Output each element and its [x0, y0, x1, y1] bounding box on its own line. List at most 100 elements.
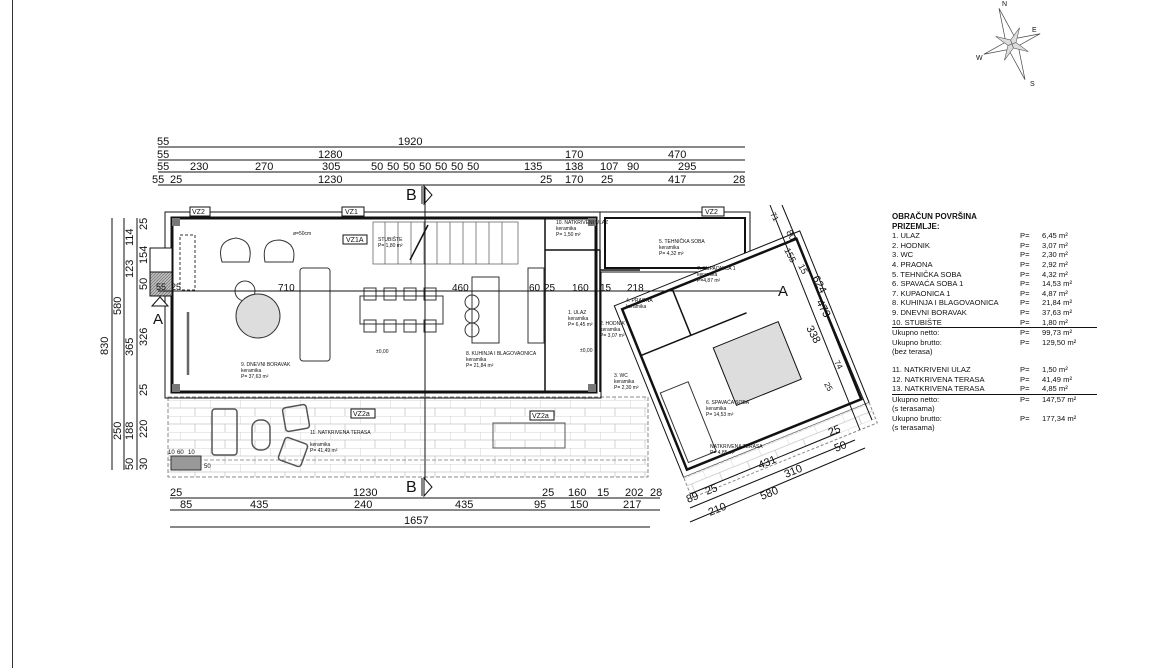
dimension-label: STUBIŠTE	[378, 236, 403, 243]
dimension-label: 240	[354, 499, 372, 511]
dimension-label: 89	[685, 490, 701, 506]
dimension-label: 220	[138, 420, 150, 438]
dimension-label: 150	[570, 499, 588, 511]
dimension-label: 10. NATKRIVENI ULAZ	[556, 220, 608, 226]
dimensions-left	[111, 218, 138, 470]
dimension-label: 10	[168, 450, 175, 456]
dimension-label: 230	[190, 161, 208, 173]
compass-s: S	[1030, 81, 1035, 88]
dimension-label: keramika	[310, 442, 331, 448]
dimension-label: 417	[668, 174, 686, 186]
dimensions-bottom	[170, 497, 660, 528]
dimension-label: 60	[529, 283, 541, 294]
dimension-labels-left: 830 580 250 114 123 365 188 50 25 154 50…	[99, 218, 150, 470]
dimension-label: 580	[759, 485, 781, 503]
dimension-label: 25	[544, 283, 556, 294]
dimension-label: 60	[177, 450, 184, 456]
dimension-label: 25	[170, 487, 182, 499]
section-marker-b-top: B	[406, 184, 433, 206]
dimension-label: 210	[707, 501, 729, 519]
section-marker-b-bottom: B	[406, 476, 433, 498]
dimension-label: B	[406, 187, 417, 204]
dimension-label: 95	[534, 499, 546, 511]
dimension-label: P= 1,80 m²	[378, 243, 403, 249]
dimension-label: 11. NATKRIVENA TERASA	[310, 430, 371, 436]
dimension-label: keramika	[659, 245, 680, 251]
dimension-label: 1230	[353, 487, 377, 499]
dimension-label: keramika	[556, 226, 577, 232]
dimension-label: 123	[124, 260, 136, 278]
dimension-label: 15	[600, 283, 612, 294]
dimension-labels-right: 71 80 155 15 624 473 338 74 25 431 310 5…	[685, 211, 849, 519]
section-marker-a: A	[150, 296, 170, 328]
dimension-label: P= 1,50 m²	[556, 232, 581, 238]
dimension-label: 310	[783, 463, 805, 481]
compass-n: N	[1002, 1, 1007, 8]
dimension-label: 830	[99, 337, 111, 355]
dimension-label: 50	[204, 464, 211, 470]
dimension-label: P= 41,49 m²	[310, 448, 338, 454]
bench	[170, 455, 202, 471]
dimension-label: 25	[170, 174, 182, 186]
dimension-label: 25	[171, 282, 181, 292]
dimension-label: 5. TEHNIČKA SOBA	[659, 238, 705, 245]
dimension-label: P= 4,32 m²	[659, 251, 684, 257]
dimension-label: A	[153, 311, 163, 328]
dimension-label: 160	[572, 283, 589, 294]
brutto-total-terraces: Ukupno brutto:P=177,34 m²	[892, 413, 1077, 423]
dimension-label: 80	[784, 228, 798, 242]
dimension-label: VZ2	[192, 209, 205, 216]
covered-terrace-2	[682, 401, 878, 499]
dimension-label: 25	[601, 174, 613, 186]
compass-e: E	[1032, 27, 1037, 34]
living-furniture	[179, 234, 331, 375]
netto-total-terraces: Ukupno netto:P=147,57 m²	[892, 394, 1077, 404]
dimension-label: 114	[124, 228, 136, 246]
dimension-label: 50	[833, 439, 849, 455]
dimension-label: 107	[600, 161, 618, 173]
legend-title: OBRAČUN POVRŠINA	[892, 212, 977, 221]
dimension-label: keramika	[626, 304, 647, 310]
dimension-label: 305	[322, 161, 340, 173]
dimension-label: P= 14,53 m²	[706, 412, 734, 418]
dimension-label: 188	[124, 422, 136, 440]
dimension-label: 50	[387, 161, 399, 173]
compass-icon: N E S W	[976, 1, 1041, 88]
dimensions-right	[689, 204, 873, 523]
dimension-label: 580	[112, 297, 124, 315]
dimension-label: keramika	[614, 379, 635, 385]
dimension-labels-top: 55 1920 55 1280 170 470 55 230 270 305 5…	[152, 136, 745, 186]
dimension-label: 50	[435, 161, 447, 173]
dimension-label: ±0,00	[376, 349, 389, 355]
dimension-label: 55	[157, 149, 169, 161]
dimension-label: VZ2	[705, 209, 718, 216]
dimension-label: 1657	[404, 515, 428, 527]
dimension-label: 250	[112, 422, 124, 440]
terrace-furniture	[170, 403, 566, 471]
dimension-label: A	[778, 283, 788, 300]
note-with-terraces: (s terasama)	[892, 404, 935, 414]
dimension-label: 9. DNEVNI BORAVAK	[241, 362, 291, 368]
dimension-label: 154	[138, 246, 150, 264]
dimension-label: 15	[597, 487, 609, 499]
dimension-label: 7. KUPAONICA 1	[697, 266, 736, 272]
dimension-label: 710	[278, 283, 295, 294]
dimension-labels-bottom: 25 1230 25 160 15 202 28 85 435 240 435 …	[170, 487, 662, 527]
dimension-label: 30	[138, 458, 150, 470]
dimension-label: 1920	[398, 136, 422, 148]
dimension-label: 50	[403, 161, 415, 173]
dimension-label: 50	[371, 161, 383, 173]
dimension-label: 50	[467, 161, 479, 173]
